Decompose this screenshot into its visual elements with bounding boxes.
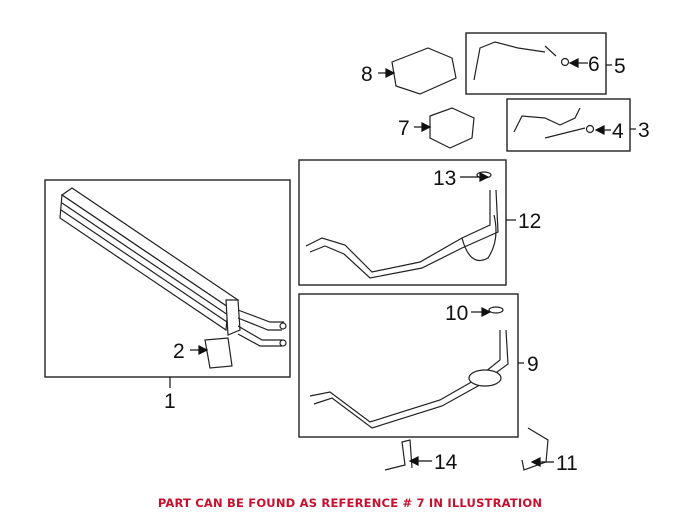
oil-cooler-part [59,187,287,347]
callout-4: 4 [612,120,624,143]
o-ring-part-4 [585,124,595,134]
module-part-7 [429,107,475,149]
line-part-3 [513,107,586,139]
line-part-5 [473,41,557,81]
callout-6: 6 [588,53,600,76]
box-ref-12 [298,159,507,286]
box-ref-9 [298,293,519,438]
callout-10: 10 [445,302,468,325]
leader-lines [169,58,636,467]
callout-5: 5 [614,55,626,78]
callout-9: 9 [527,353,539,376]
bracket-part-14 [384,439,413,471]
callout-3: 3 [638,119,650,142]
callout-13: 13 [433,167,456,190]
box-ref-3 [506,98,631,152]
callout-2: 2 [173,340,185,363]
o-ring-part-6 [560,57,570,67]
callout-8: 8 [361,63,373,86]
bracket-part-2 [204,337,233,369]
box-ref-5 [465,32,607,95]
callout-14: 14 [434,451,458,474]
callout-1: 1 [164,390,176,413]
callout-7: 7 [398,117,410,140]
hose-part-12 [305,190,491,273]
callout-11: 11 [556,452,578,475]
reference-note: PART CAN BE FOUND AS REFERENCE # 7 IN IL… [157,496,543,510]
callout-12: 12 [518,210,541,233]
hose-part-9 [309,330,501,423]
o-ring-part-10 [488,306,504,314]
box-oil-cooler [44,179,291,378]
bracket-part-8 [391,47,457,95]
